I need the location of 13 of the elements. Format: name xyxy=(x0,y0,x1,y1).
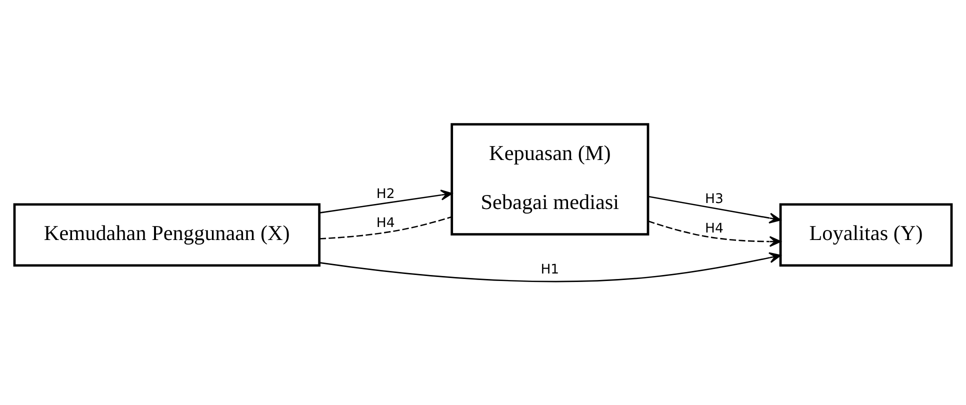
arrow xyxy=(319,252,782,282)
node-box: Loyalitas (Y) xyxy=(779,202,953,266)
edge-label: H1 xyxy=(540,262,560,277)
edge-label: H4 xyxy=(705,220,724,236)
edge-label: H2 xyxy=(376,186,395,202)
arrow xyxy=(320,189,452,213)
connector xyxy=(319,216,452,239)
edge-label: H3 xyxy=(705,192,724,207)
arrow xyxy=(648,195,781,223)
node-box: Kepuasan (M) Sebagai mediasi xyxy=(450,122,650,235)
arrow xyxy=(648,220,782,246)
node-box: Kemudahan Penggunaan (X) xyxy=(13,202,321,266)
edge-label: H4 xyxy=(376,216,395,231)
